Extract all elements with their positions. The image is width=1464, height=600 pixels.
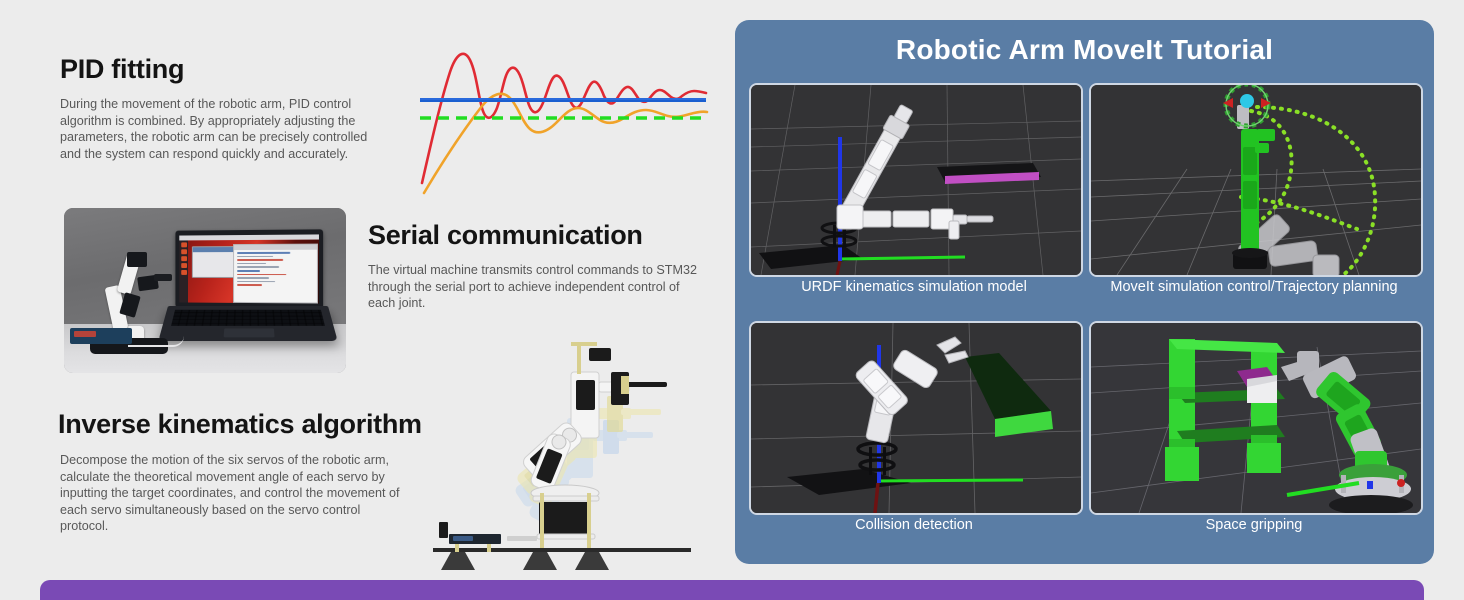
ground-slab — [759, 245, 863, 269]
laptop-keys — [171, 309, 325, 326]
screenshot-collision-frame — [749, 321, 1083, 515]
ghost-arm-grey — [1238, 214, 1340, 275]
axis-x-green — [1286, 481, 1360, 497]
collision-rviz-view — [751, 323, 1081, 513]
photo-controller-board — [70, 328, 132, 344]
moveit-rviz-view — [1091, 85, 1421, 275]
interactive-marker — [1223, 85, 1271, 129]
screenshot-urdf[interactable] — [749, 83, 1083, 277]
moveit-tutorial-panel: Robotic Arm MoveIt Tutorial — [735, 20, 1434, 564]
screenshot-gripping-frame — [1089, 321, 1423, 515]
screenshot-collision[interactable] — [749, 321, 1083, 515]
arm-sequence-svg — [433, 342, 691, 570]
chart-series-tuned-response — [422, 92, 709, 195]
photo-usb-cable — [128, 336, 184, 347]
screenshot-urdf-caption: URDF kinematics simulation model — [801, 279, 1027, 295]
bottom-accent-bar — [40, 580, 1424, 600]
screenshot-moveit-caption: MoveIt simulation control/Trajectory pla… — [1110, 279, 1398, 295]
axis-x-dark — [873, 482, 880, 513]
screenshot-gripping[interactable] — [1089, 321, 1423, 515]
serial-section-body: The virtual machine transmits control co… — [368, 263, 697, 311]
rviz-grid — [1091, 168, 1421, 275]
trajectory-path-inner — [1249, 109, 1294, 227]
panel-title: Robotic Arm MoveIt Tutorial — [895, 34, 1274, 65]
planned-arm-green — [1232, 105, 1275, 269]
pid-chart-svg — [420, 52, 709, 195]
axis-x-green — [838, 255, 966, 261]
robot-laptop-photo — [64, 208, 346, 373]
urdf-arm-horizontal — [836, 204, 994, 240]
pid-section-body: During the movement of the robotic arm, … — [60, 97, 368, 161]
trajectory-path-outer — [1255, 105, 1378, 275]
collision-arm — [855, 336, 969, 444]
laptop-lid — [175, 229, 324, 309]
inverse-kinematics-section-body: Decompose the motion of the six servos o… — [60, 453, 400, 534]
arm-motion-sequence-illustration — [425, 330, 725, 575]
screen-dock — [179, 240, 188, 303]
axis-x-dark — [835, 260, 842, 275]
screenshot-gripping-caption: Space gripping — [1205, 517, 1303, 533]
serial-section-title: Serial communication — [368, 220, 643, 250]
gripping-rviz-view — [1091, 323, 1421, 513]
laptop-keyboard-base — [158, 306, 338, 341]
laptop-screen — [179, 234, 319, 304]
arm-pose-active — [433, 342, 691, 570]
screen-menu-bar — [179, 234, 319, 241]
collision-object-box — [965, 353, 1053, 437]
inverse-kinematics-section-title: Inverse kinematics algorithm — [58, 409, 422, 439]
laptop-trackpad — [223, 328, 275, 338]
urdf-rviz-view — [751, 85, 1081, 275]
gripped-object — [1237, 367, 1277, 403]
magenta-plane — [937, 163, 1041, 184]
screenshot-collision-caption: Collision detection — [855, 517, 973, 533]
trajectory-path-lower — [1239, 195, 1359, 231]
left-content-column: PID fitting During the movement of the r… — [0, 0, 730, 600]
screen-code-editor — [233, 243, 318, 304]
shelf-object — [1165, 339, 1285, 481]
screenshot-urdf-frame — [749, 83, 1083, 277]
pid-response-chart — [406, 28, 716, 208]
urdf-arm-upper — [836, 104, 913, 226]
screenshot-moveit[interactable] — [1089, 83, 1423, 277]
gripping-arm — [1281, 351, 1413, 513]
axis-x-green — [878, 478, 1024, 483]
pid-section-title: PID fitting — [60, 54, 185, 84]
chart-series-underdamped-response — [420, 52, 708, 185]
screenshot-moveit-frame — [1089, 83, 1423, 277]
